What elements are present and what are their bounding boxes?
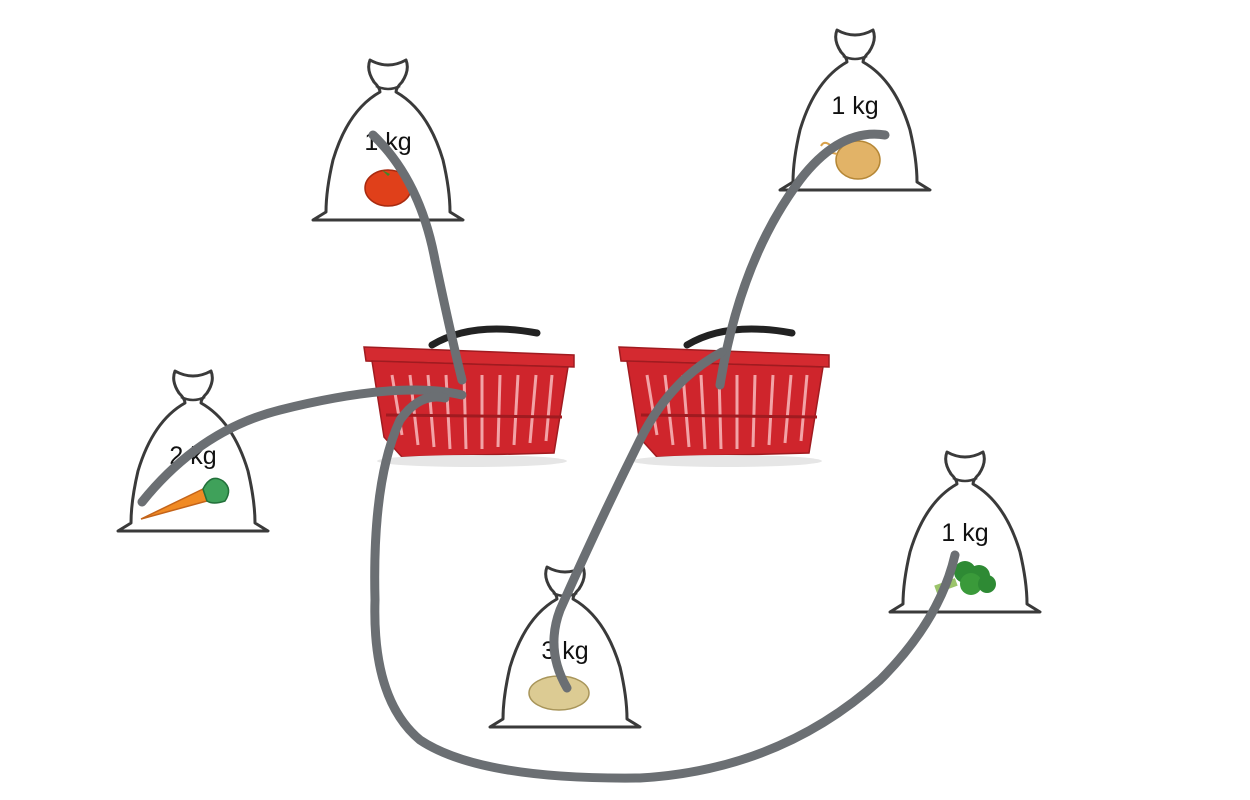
shopping-basket-left-icon[interactable] (364, 329, 574, 467)
bag-weight-label: 1 kg (941, 519, 988, 547)
bag-onion[interactable]: 1 kg (778, 28, 932, 192)
connection-line-potato (549, 347, 727, 693)
connection-line-broccoli (370, 392, 960, 783)
bag-tomato[interactable]: 1 kg (311, 58, 465, 222)
bag-broccoli[interactable]: 1 kg (888, 450, 1042, 614)
bag-weight-label: 3 kg (541, 637, 588, 665)
drawn-connections (137, 129, 960, 783)
connection-line-carrot (137, 385, 467, 507)
connection-line-tomato (368, 130, 467, 385)
bag-weight-label: 1 kg (831, 92, 878, 120)
bag-potato[interactable]: 3 kg (488, 565, 642, 729)
connection-line-onion (715, 129, 890, 390)
carrot-icon (140, 477, 230, 520)
